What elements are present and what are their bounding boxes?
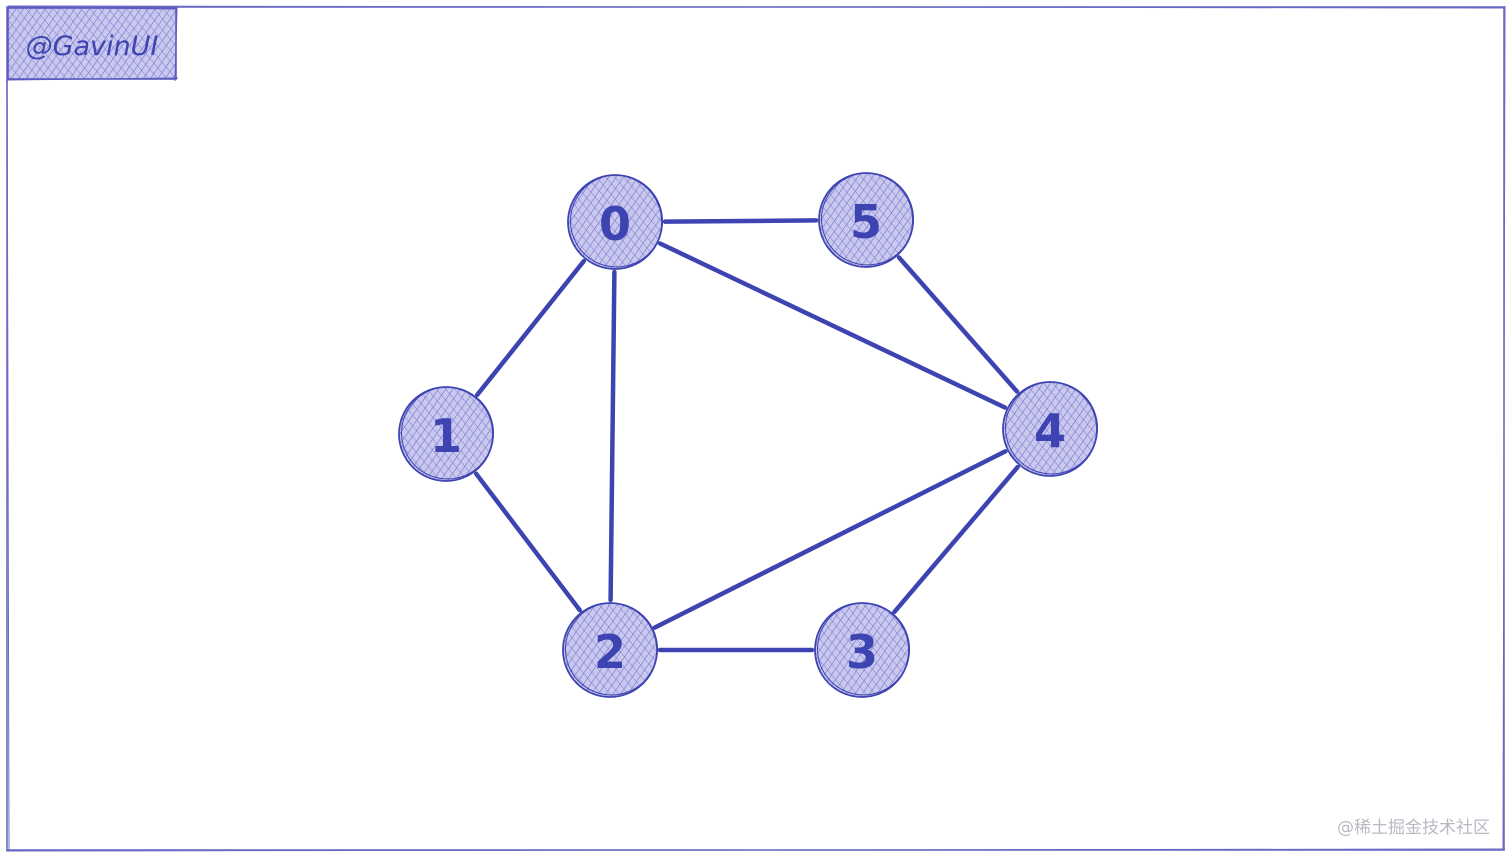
edge-5-4 bbox=[896, 255, 1020, 394]
edge-0-5 bbox=[662, 218, 819, 224]
node-label: 4 bbox=[1034, 404, 1066, 458]
node-crosshatch bbox=[399, 387, 493, 481]
node-4: 4 bbox=[1002, 381, 1098, 477]
node-crosshatch bbox=[1003, 382, 1097, 476]
node-1: 1 bbox=[398, 386, 494, 482]
node-3: 3 bbox=[814, 602, 910, 698]
node-crosshatch bbox=[819, 173, 913, 267]
node-0: 0 bbox=[567, 174, 663, 270]
author-tag-text: @GavinUI bbox=[26, 31, 159, 62]
node-sketch-outline bbox=[1005, 381, 1098, 475]
node-label: 2 bbox=[594, 625, 626, 679]
edge-0-1 bbox=[474, 258, 587, 398]
node-sketch-outline bbox=[817, 602, 910, 696]
outer-frame bbox=[5, 5, 1506, 852]
node-label: 0 bbox=[599, 197, 631, 251]
watermark: @稀土掘金技术社区 bbox=[1337, 818, 1490, 838]
node-2: 2 bbox=[562, 602, 658, 698]
edge-0-4 bbox=[657, 241, 1008, 410]
node-sketch-outline bbox=[401, 386, 494, 480]
edges bbox=[473, 218, 1020, 653]
node-crosshatch bbox=[568, 175, 662, 269]
node-sketch-outline bbox=[565, 602, 658, 696]
node-crosshatch bbox=[563, 603, 657, 697]
node-sketch-outline bbox=[821, 172, 914, 266]
node-label: 5 bbox=[850, 195, 882, 249]
nodes: 0 1 2 3 4 5 bbox=[398, 172, 1098, 698]
node-crosshatch bbox=[815, 603, 909, 697]
edge-1-2 bbox=[473, 471, 583, 613]
author-tag: @GavinUI bbox=[5, 6, 179, 82]
edge-0-2 bbox=[608, 269, 617, 603]
edge-2-4 bbox=[652, 449, 1008, 630]
node-5: 5 bbox=[818, 172, 914, 268]
node-label: 3 bbox=[846, 625, 878, 679]
node-label: 1 bbox=[430, 409, 462, 463]
node-sketch-outline bbox=[570, 174, 663, 268]
edge-3-4 bbox=[892, 464, 1020, 615]
